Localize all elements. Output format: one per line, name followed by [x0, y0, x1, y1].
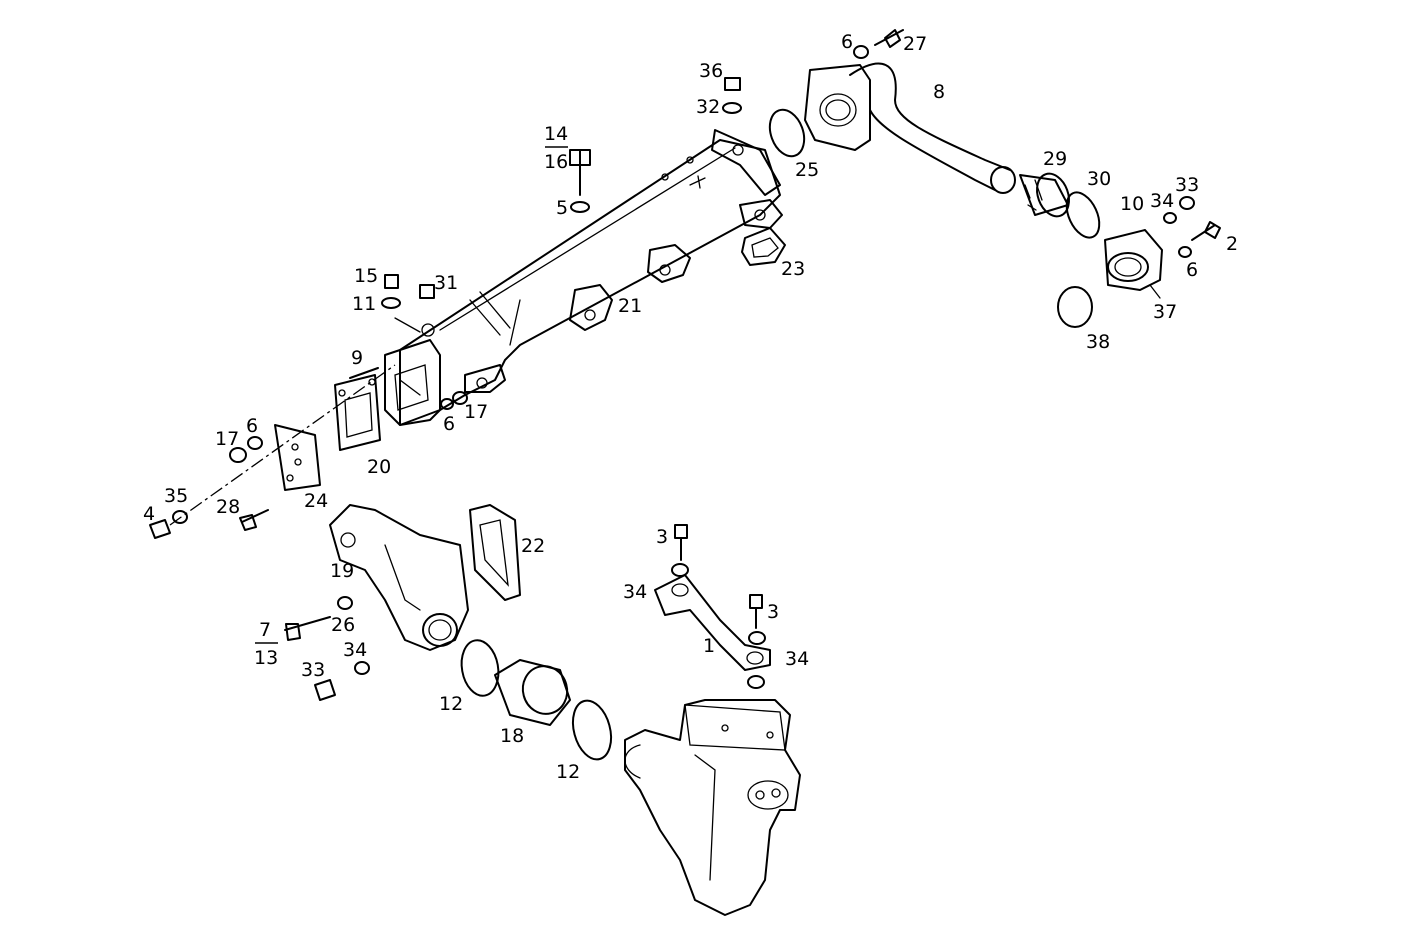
- label-20: 20: [367, 456, 391, 478]
- label-38: 38: [1086, 331, 1110, 353]
- label-9: 9: [351, 347, 363, 369]
- label-23: 23: [781, 258, 805, 280]
- assembly-axis-line: [169, 364, 396, 526]
- leader-lines: [361, 284, 1161, 375]
- label-14: 14: [544, 123, 568, 145]
- o-ring-12-upper[interactable]: [457, 637, 502, 698]
- label-11: 11: [352, 293, 376, 315]
- label-34: 34: [343, 639, 367, 661]
- sleeve-18[interactable]: [494, 659, 572, 726]
- label-21: 21: [618, 295, 642, 317]
- ring-30[interactable]: [1060, 187, 1106, 242]
- label-19: 19: [330, 560, 354, 582]
- label-5: 5: [556, 197, 568, 219]
- label-35: 35: [164, 485, 188, 507]
- bracket-19[interactable]: [329, 504, 469, 651]
- label-12: 12: [439, 693, 463, 715]
- label-13: 13: [254, 647, 278, 669]
- label-2: 2: [1226, 233, 1238, 255]
- turbocharger-housing[interactable]: [624, 699, 801, 916]
- o-ring-12-lower[interactable]: [567, 696, 617, 763]
- label-7: 7: [259, 619, 271, 641]
- pipe-1[interactable]: [654, 574, 771, 671]
- label-34: 34: [1150, 190, 1174, 212]
- label-12: 12: [556, 761, 580, 783]
- label-36: 36: [699, 60, 723, 82]
- elbow-pipe-8[interactable]: [804, 62, 1016, 194]
- label-33: 33: [1175, 174, 1199, 196]
- small-fasteners: [149, 29, 1221, 701]
- gasket-23[interactable]: [741, 227, 786, 266]
- gasket-20[interactable]: [334, 374, 381, 451]
- label-25: 25: [795, 159, 819, 181]
- label-6: 6: [246, 415, 258, 437]
- label-24: 24: [304, 490, 328, 512]
- label-34: 34: [785, 648, 809, 670]
- label-22: 22: [521, 535, 545, 557]
- label-37: 37: [1153, 301, 1177, 323]
- label-30: 30: [1087, 168, 1111, 190]
- cylinder-sleeve-29[interactable]: [1019, 169, 1075, 221]
- label-10: 10: [1120, 193, 1144, 215]
- label-26: 26: [331, 614, 355, 636]
- outlet-elbow-10[interactable]: [1104, 229, 1163, 291]
- label-31: 31: [434, 272, 458, 294]
- label-15: 15: [354, 265, 378, 287]
- o-ring-25[interactable]: [764, 105, 810, 161]
- label-34: 34: [623, 581, 647, 603]
- label-16: 16: [544, 151, 568, 173]
- label-6: 6: [1186, 259, 1198, 281]
- label-28: 28: [216, 496, 240, 518]
- gasket-22[interactable]: [469, 504, 521, 601]
- o-ring-38[interactable]: [1057, 286, 1093, 328]
- label-6: 6: [443, 413, 455, 435]
- label-17: 17: [215, 428, 239, 450]
- label-29: 29: [1043, 148, 1067, 170]
- label-3: 3: [767, 601, 779, 623]
- label-17: 17: [464, 401, 488, 423]
- label-27: 27: [903, 33, 927, 55]
- exhaust-manifold-21[interactable]: [384, 129, 783, 426]
- label-8: 8: [933, 81, 945, 103]
- label-1: 1: [703, 635, 715, 657]
- label-33: 33: [301, 659, 325, 681]
- label-6: 6: [841, 31, 853, 53]
- label-18: 18: [500, 725, 524, 747]
- label-3: 3: [656, 526, 668, 548]
- label-32: 32: [696, 96, 720, 118]
- callout-labels: 1 2 3 3 4 5 6 6 6 6 7 8 9 10 11 12 12 13…: [143, 31, 1238, 783]
- label-4: 4: [143, 503, 155, 525]
